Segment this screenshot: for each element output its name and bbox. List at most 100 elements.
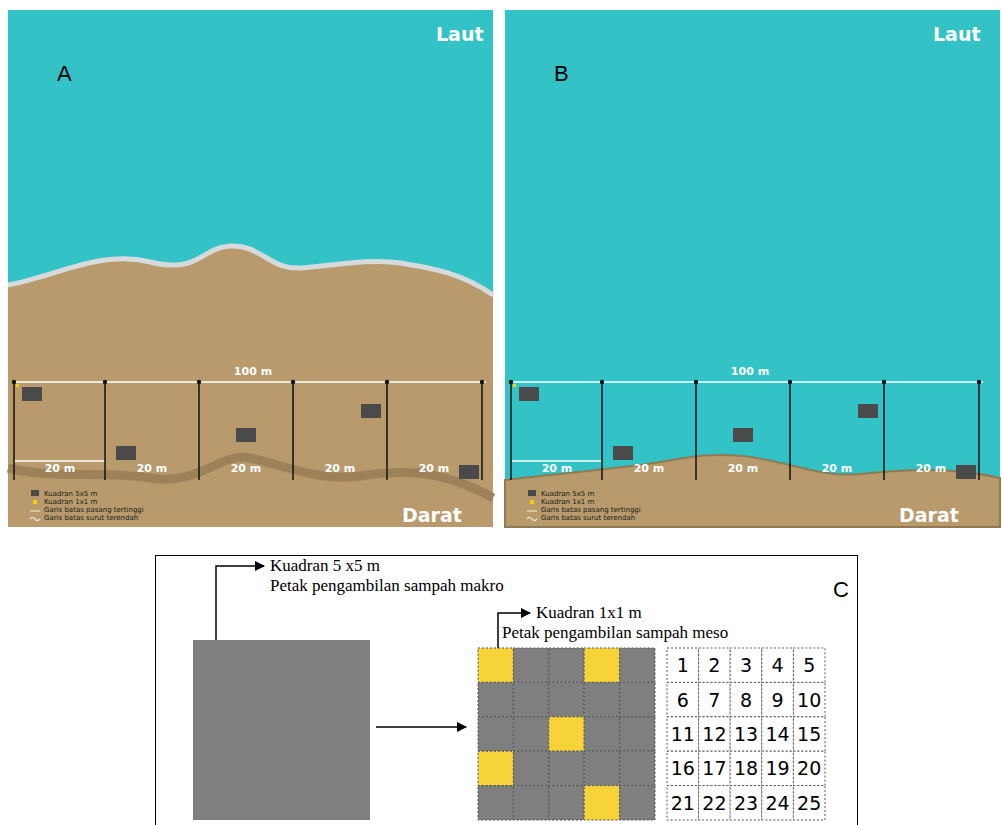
dimension: 100 m <box>234 366 272 378</box>
legend-text: Garis batas pasang tertinggi <box>44 506 144 514</box>
quadrant-note: Petak pengambilan sampah meso <box>502 624 728 643</box>
cell-number: 16 <box>671 758 695 779</box>
number-cell <box>762 751 794 785</box>
number-cell <box>730 717 762 751</box>
cell-number: 14 <box>766 724 790 745</box>
meso-cell <box>513 717 548 751</box>
post-top <box>600 380 604 384</box>
sea-label: Laut <box>436 24 484 45</box>
legend-text: Kuadran 1x1 m <box>541 498 594 506</box>
transect-post <box>601 382 603 480</box>
meso-cell <box>620 648 655 682</box>
meso-quadrant <box>16 384 19 387</box>
number-cell <box>793 786 825 820</box>
beach <box>505 455 1000 527</box>
legend-text: Kuadran 1x1 m <box>44 498 97 506</box>
transect-post <box>13 382 15 480</box>
number-cell <box>667 751 699 785</box>
legend-wave-sample <box>527 518 537 521</box>
cell-number: 23 <box>734 792 758 813</box>
meso-cell <box>478 717 513 751</box>
number-cell <box>730 786 762 820</box>
meso-cell <box>620 751 655 785</box>
number-cell <box>793 648 825 682</box>
dimension: 20 m <box>419 463 450 475</box>
quadrant-note: Petak pengambilan sampah makro <box>270 577 504 596</box>
cell-number: 2 <box>708 655 720 676</box>
post-top <box>977 380 981 384</box>
tide-band <box>8 457 493 498</box>
leader-line <box>216 566 264 640</box>
number-cell <box>667 717 699 751</box>
meso-cell <box>620 682 655 716</box>
panel-letter: A <box>57 62 72 86</box>
cell-number: 10 <box>797 689 821 710</box>
transect-post <box>883 382 885 480</box>
post-top <box>882 380 886 384</box>
meso-cell <box>549 751 584 785</box>
macro-quadrant <box>519 387 539 401</box>
dimension: 20 m <box>45 463 76 475</box>
legend-line-sample <box>30 510 40 512</box>
meso-cell <box>478 751 513 785</box>
transect-post <box>481 382 483 480</box>
number-cell <box>730 648 762 682</box>
post-top <box>291 380 295 384</box>
transect-post <box>386 382 388 480</box>
number-cell <box>699 648 731 682</box>
cell-number: 9 <box>772 689 784 710</box>
number-cell <box>730 751 762 785</box>
quadrant-label: Kuadran 5 x5 m <box>270 557 380 576</box>
meso-cell <box>549 786 584 820</box>
macro-quadrant <box>22 387 42 401</box>
meso-cell <box>620 717 655 751</box>
legend-wave-sample <box>30 518 40 521</box>
post-top <box>509 380 513 384</box>
meso-cell <box>478 648 513 682</box>
meso-cell <box>584 682 619 716</box>
cell-number: 4 <box>772 655 784 676</box>
meso-cell <box>620 786 655 820</box>
macro-quadrant <box>858 404 878 418</box>
post-top <box>103 380 107 384</box>
post-top <box>12 380 16 384</box>
post-top <box>385 380 389 384</box>
transect-post <box>198 382 200 480</box>
meso-cell <box>478 786 513 820</box>
dimension: 20 m <box>916 463 947 475</box>
number-cell <box>699 682 731 716</box>
number-cell <box>762 648 794 682</box>
legend-swatch <box>33 500 37 504</box>
legend-swatch <box>31 490 39 496</box>
arrow <box>376 726 466 728</box>
number-cell <box>793 717 825 751</box>
transect-post <box>978 382 980 480</box>
cell-number: 1 <box>677 655 689 676</box>
dimension: 100 m <box>731 366 769 378</box>
macro-quadrant <box>193 640 370 820</box>
dimension: 20 m <box>325 463 356 475</box>
legend-text: Garis batas surut terendah <box>44 514 138 522</box>
transect-line <box>14 381 486 383</box>
cell-number: 15 <box>797 724 821 745</box>
cell-number: 3 <box>740 655 752 676</box>
meso-cell <box>478 682 513 716</box>
cell-number: 17 <box>702 758 726 779</box>
number-cell <box>667 682 699 716</box>
legend-swatch <box>530 500 534 504</box>
meso-cell <box>584 751 619 785</box>
dimension: 20 m <box>822 463 853 475</box>
macro-quadrant <box>116 446 136 460</box>
meso-cell <box>549 648 584 682</box>
meso-cell <box>513 751 548 785</box>
legend-text: Garis batas surut terendah <box>541 514 635 522</box>
macro-quadrant <box>613 446 633 460</box>
dimension: 20 m <box>728 463 759 475</box>
legend-text: Garis batas pasang tertinggi <box>541 506 641 514</box>
legend-line-sample <box>527 510 537 512</box>
dimension: 20 m <box>542 463 573 475</box>
quadrant-label: Kuadran 1x1 m <box>536 604 642 623</box>
land-label: Darat <box>402 505 462 526</box>
cell-number: 12 <box>702 724 726 745</box>
